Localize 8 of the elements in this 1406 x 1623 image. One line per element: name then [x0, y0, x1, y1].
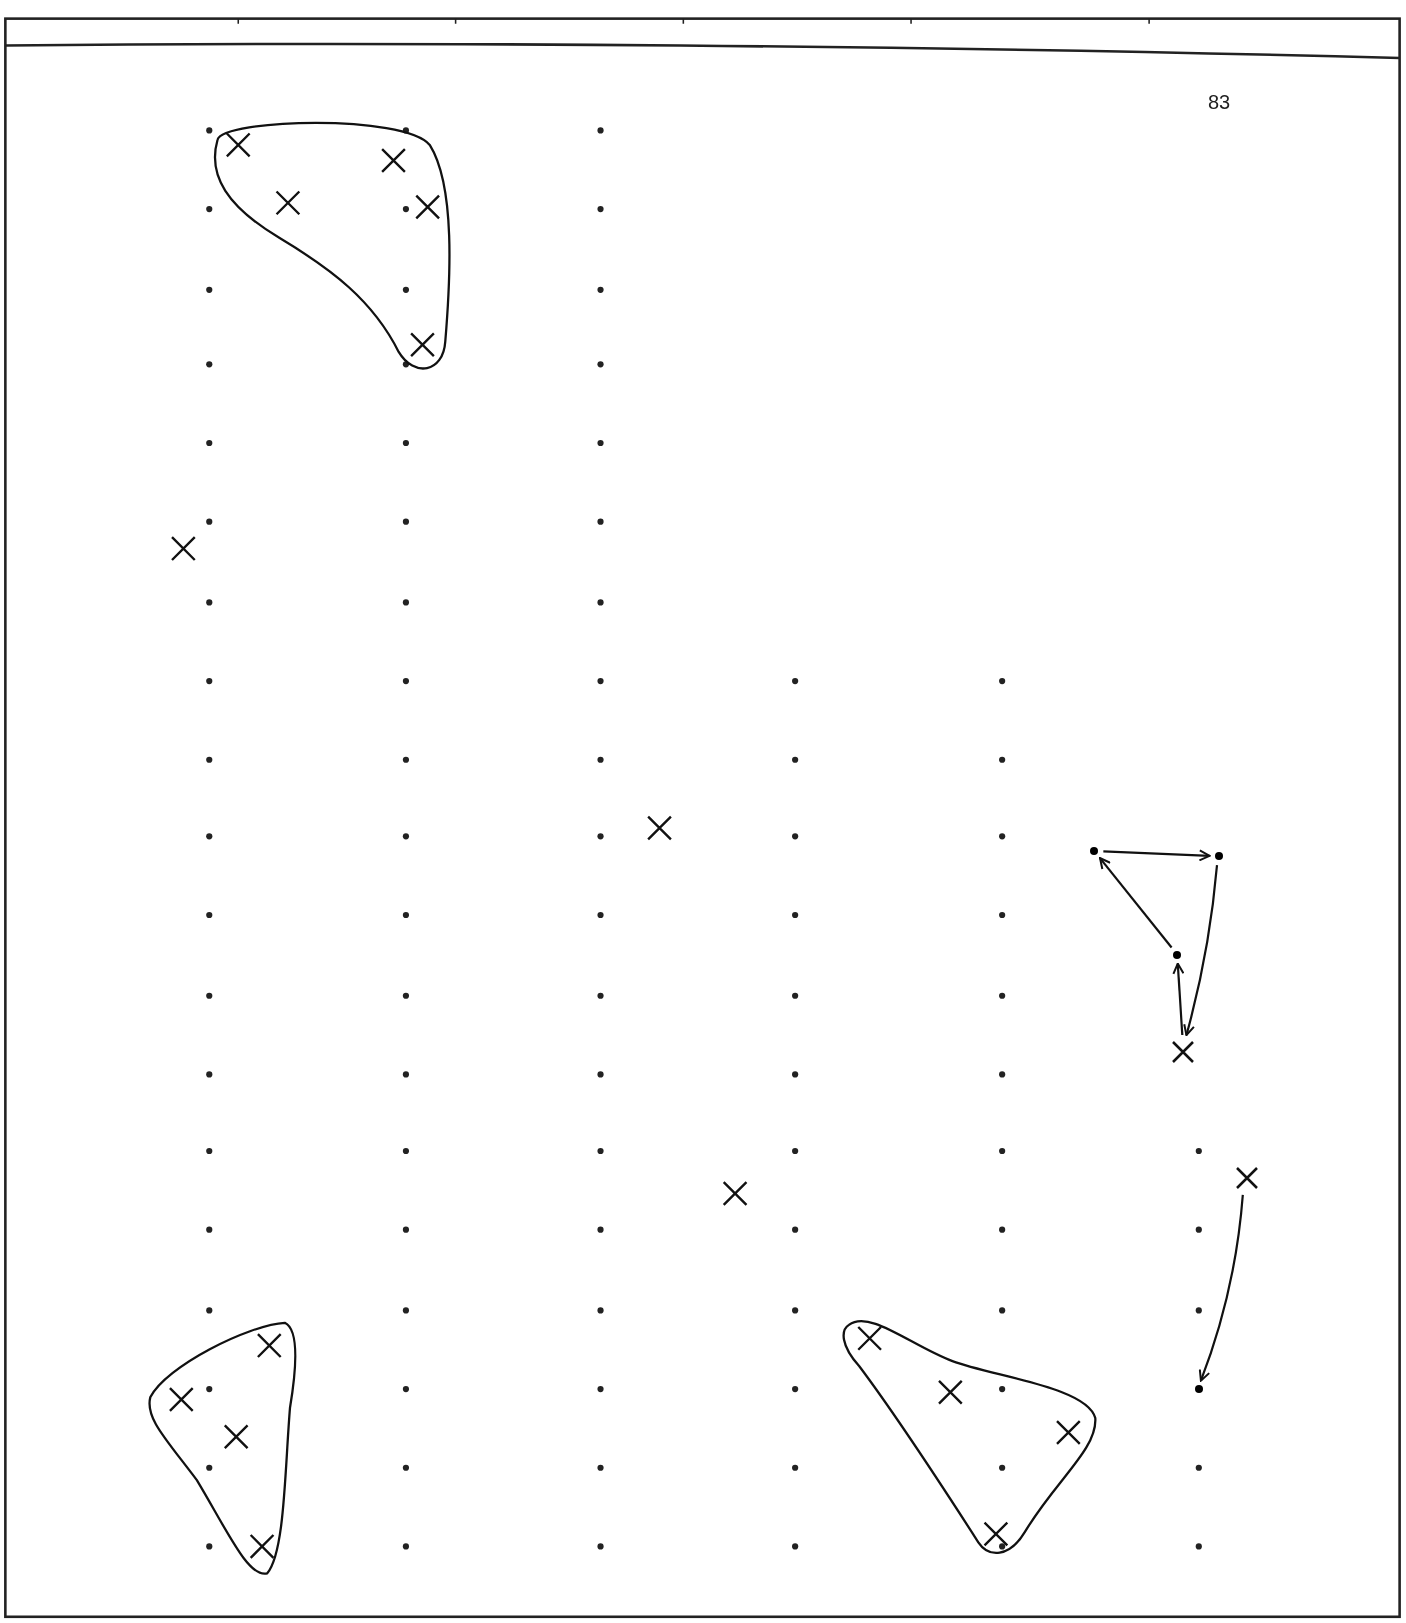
cross-mark	[1171, 1039, 1196, 1064]
arrow	[1172, 962, 1185, 1035]
arrow	[1183, 865, 1219, 1037]
arrow	[1103, 849, 1211, 862]
arrow	[1099, 857, 1173, 949]
cross-mark	[1234, 1166, 1259, 1191]
page-number: 83	[1208, 90, 1231, 115]
arrow	[1198, 1194, 1244, 1382]
